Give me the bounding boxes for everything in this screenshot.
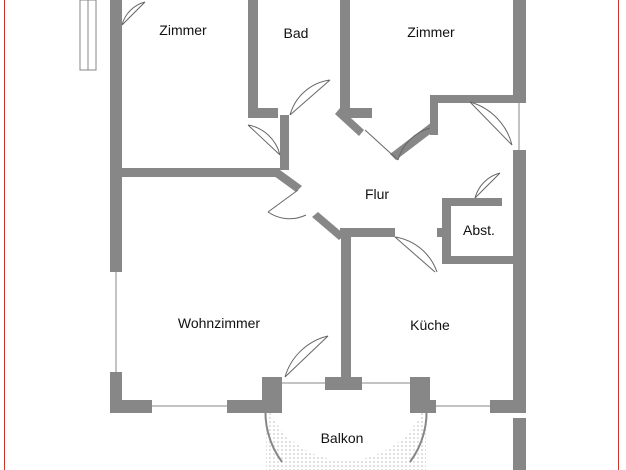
door-swing bbox=[267, 189, 307, 220]
flur-wall-left bbox=[280, 115, 289, 170]
wall-segment bbox=[325, 377, 362, 390]
room-label-zimmer-left: Zimmer bbox=[159, 22, 207, 38]
diagonal-wall bbox=[312, 212, 345, 240]
abst-wall-bottom bbox=[442, 256, 517, 264]
kueche-wall-left bbox=[341, 228, 351, 383]
door-swing bbox=[474, 172, 501, 199]
diagonal-wall bbox=[335, 108, 364, 136]
abst-wall-top bbox=[442, 198, 502, 206]
windows bbox=[79, 0, 526, 413]
diagonal-wall bbox=[274, 170, 302, 192]
bad-wall-right bbox=[340, 0, 350, 118]
doors bbox=[121, 1, 513, 378]
room-labels: Zimmer Bad Zimmer Flur Abst. Wohnzimmer … bbox=[159, 22, 495, 446]
balcony-post bbox=[262, 377, 282, 413]
door-swing bbox=[469, 101, 513, 146]
room-label-zimmer-right: Zimmer bbox=[407, 24, 455, 40]
abst-wall-left bbox=[442, 198, 451, 264]
door-swing bbox=[364, 127, 431, 161]
room-label-flur: Flur bbox=[365, 186, 389, 202]
notch-wall bbox=[430, 95, 438, 135]
room-label-abst: Abst. bbox=[463, 222, 495, 238]
outer-wall-right bbox=[513, 418, 526, 470]
door-swing bbox=[289, 79, 331, 116]
bad-wall-bottom bbox=[248, 108, 278, 118]
door-swing bbox=[247, 124, 281, 156]
frame-border-left bbox=[4, 0, 5, 470]
room-label-balkon: Balkon bbox=[321, 430, 364, 446]
door-swing bbox=[284, 335, 329, 378]
room-label-kueche: Küche bbox=[410, 317, 450, 333]
room-label-wohnzimmer: Wohnzimmer bbox=[178, 315, 261, 331]
outer-wall-right bbox=[513, 0, 526, 413]
room-label-bad: Bad bbox=[284, 25, 309, 41]
diagonal-wall bbox=[390, 122, 438, 160]
door-swing bbox=[394, 236, 438, 273]
bad-wall-left bbox=[248, 0, 258, 118]
notch-wall bbox=[430, 95, 515, 103]
balcony-post bbox=[410, 377, 430, 413]
zimmer-wall-bottom bbox=[122, 168, 280, 177]
flur-wall-bottom bbox=[437, 228, 445, 237]
flur-wall-bottom bbox=[340, 228, 395, 237]
door-swing bbox=[121, 1, 146, 26]
zimmer-right-wall-bottom bbox=[350, 108, 372, 118]
balcony-floor bbox=[266, 402, 426, 470]
frame-border-right bbox=[618, 0, 619, 470]
